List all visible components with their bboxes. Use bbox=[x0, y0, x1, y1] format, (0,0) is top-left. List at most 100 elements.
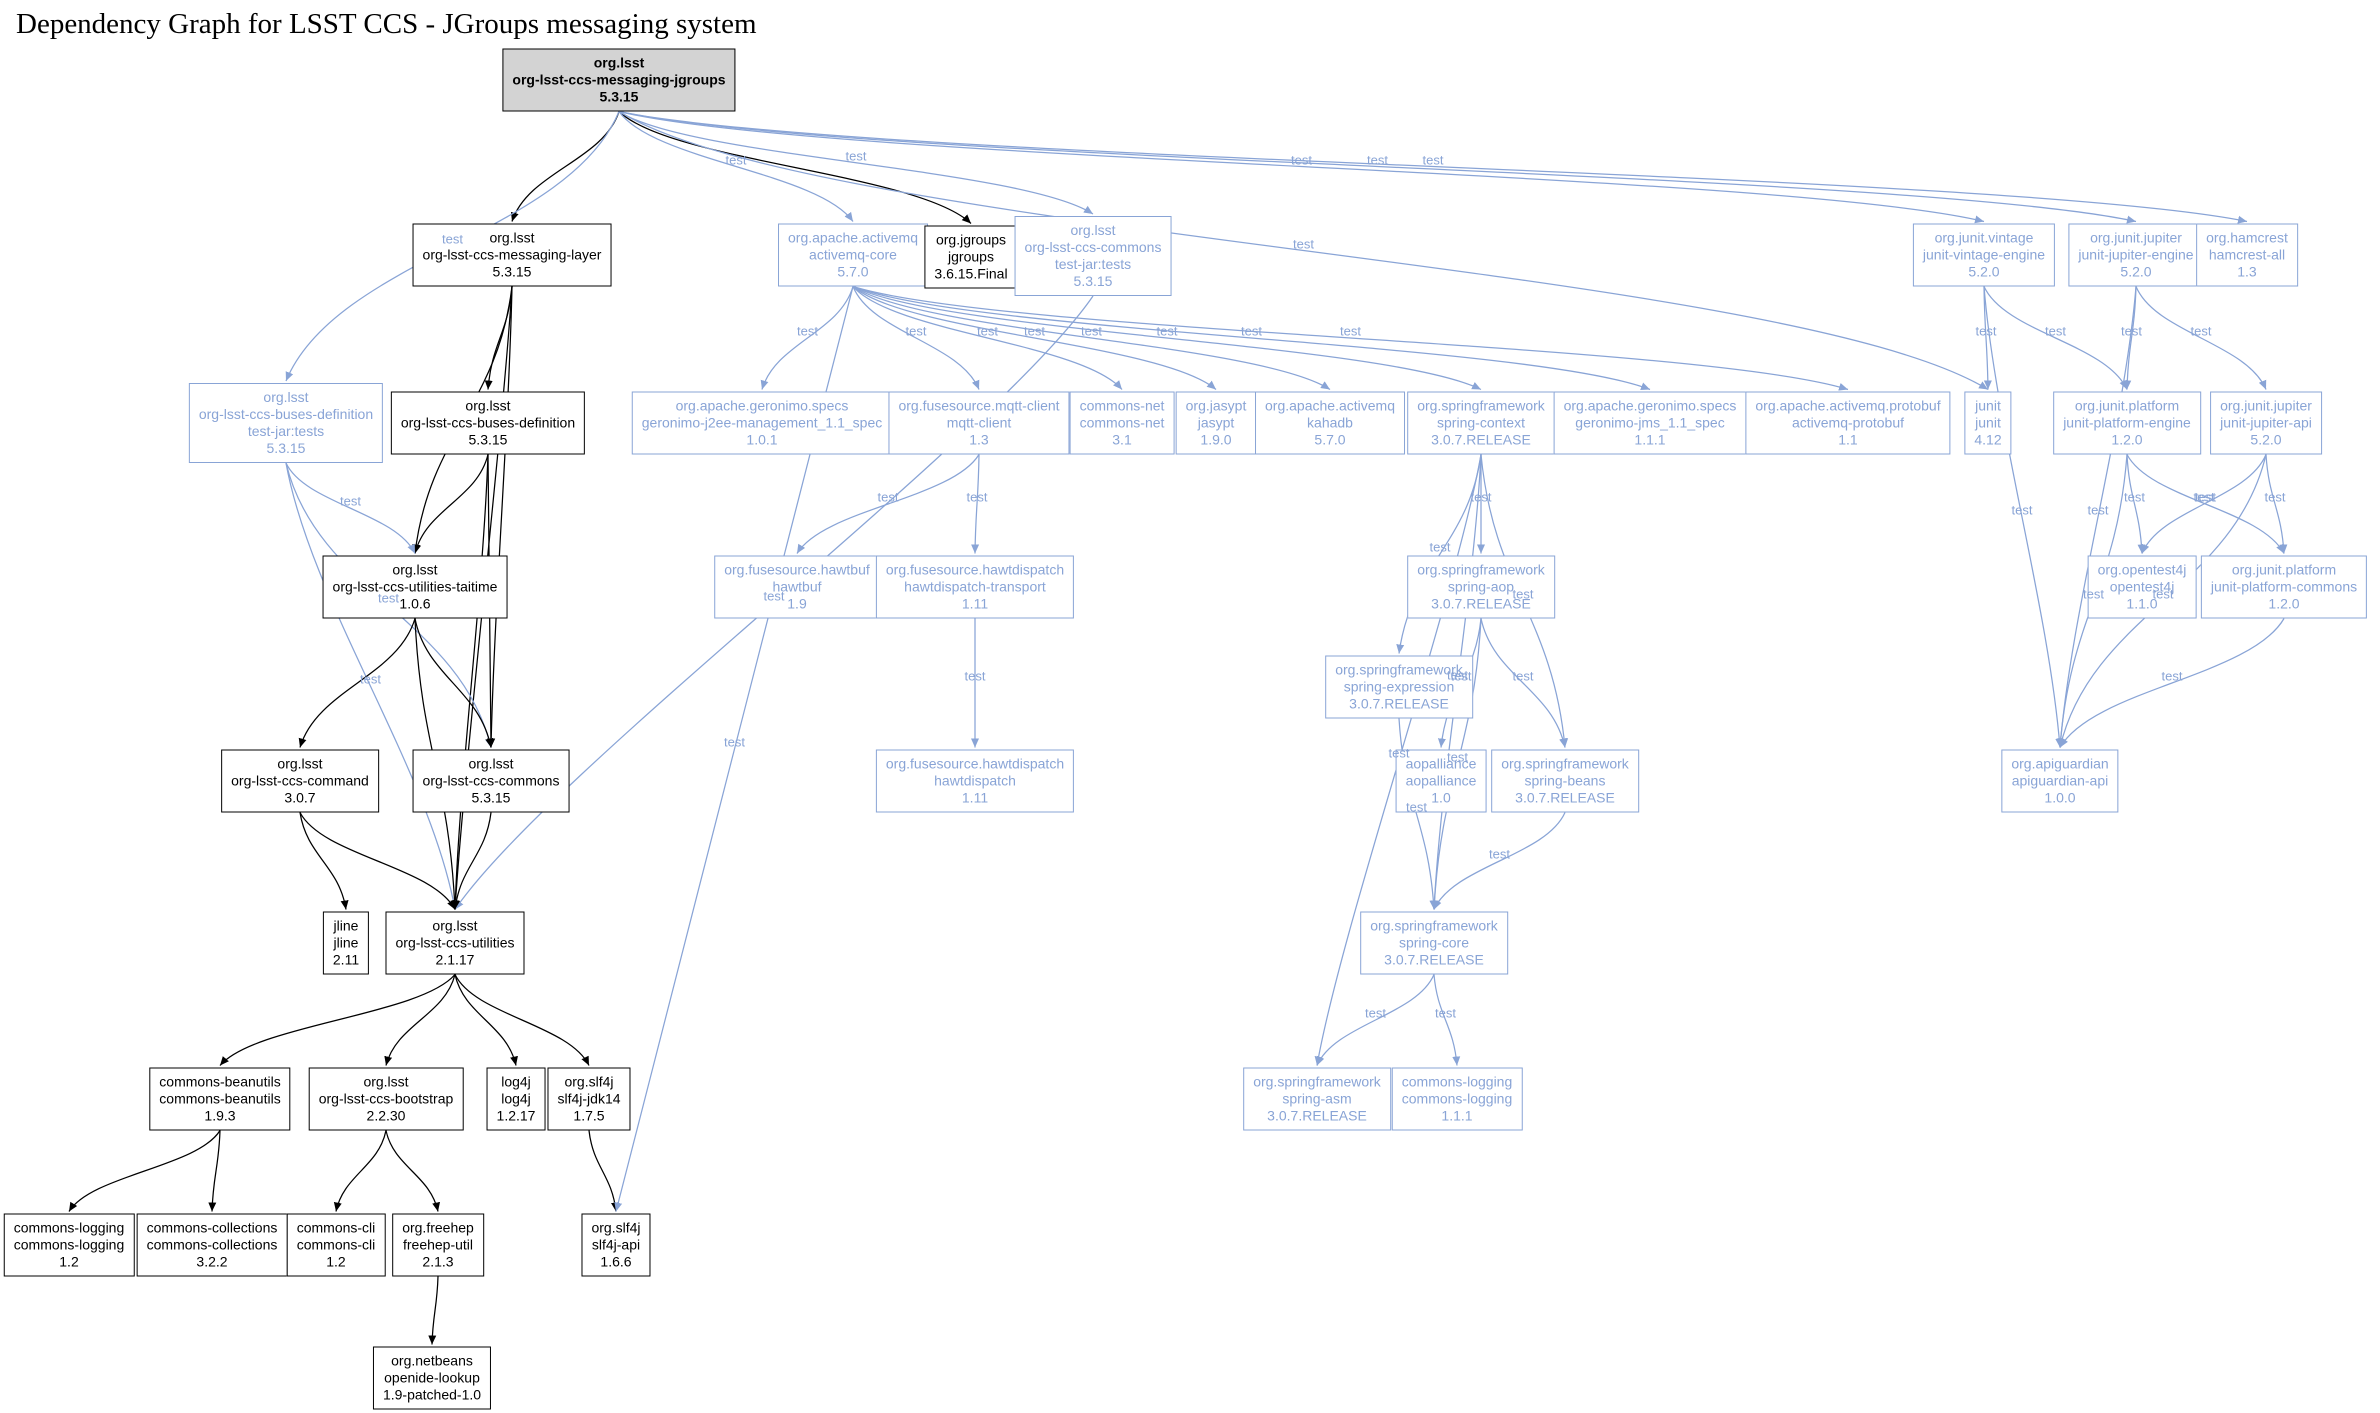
edge-activemq-core-spring-context bbox=[852, 285, 1482, 391]
node-label-line: 5.7.0 bbox=[1314, 431, 1346, 448]
node-label-line: jline bbox=[333, 917, 359, 934]
node-label-line: 3.6.15.Final bbox=[934, 265, 1008, 282]
edge-activemq-core-kahadb bbox=[852, 285, 1331, 391]
node-label-line: hamcrest-all bbox=[2208, 246, 2286, 263]
node-label-line: commons-collections bbox=[146, 1236, 278, 1253]
node-label-line: org-lsst-ccs-commons bbox=[1024, 239, 1162, 255]
node-label-line: 3.0.7.RELEASE bbox=[1349, 695, 1449, 712]
node-label-line: 1.2.0 bbox=[2268, 595, 2300, 612]
node-label-line: 3.1 bbox=[1112, 431, 1132, 448]
node-label-line: 1.9-patched-1.0 bbox=[382, 1386, 482, 1403]
edge-ccs-command-jline bbox=[299, 812, 349, 910]
edge-activemq-core-commons-net bbox=[852, 286, 1123, 390]
node-label-line: 5.3.15 bbox=[599, 88, 639, 105]
node-label-line: 1.6.6 bbox=[600, 1253, 632, 1270]
edge-root-junit bbox=[618, 110, 1989, 391]
node-label-line: commons-beanutils bbox=[159, 1090, 281, 1107]
edge-activemq-core-slf4j-api bbox=[614, 286, 854, 1212]
edge-commons-beanutils-commons-logging-12 bbox=[68, 1130, 221, 1212]
edge-root-activemq-core bbox=[618, 111, 854, 222]
node-label-line: 1.9.0 bbox=[1200, 431, 1232, 448]
node-label-line: 2.1.3 bbox=[422, 1253, 454, 1270]
node-label-line: org.apache.activemq bbox=[1265, 397, 1395, 414]
node-label-line: org-lsst-ccs-command bbox=[231, 772, 369, 789]
node-label-line: org.lsst bbox=[363, 1073, 409, 1090]
edge-activemq-core-mqtt-client bbox=[852, 286, 980, 390]
edge-ccs-utilities-slf4j-jdk14 bbox=[454, 974, 590, 1066]
edge-mqtt-client-hawtbuf bbox=[796, 454, 980, 554]
node-label-line: org.junit.vintage bbox=[1934, 229, 2034, 246]
node-label-line: org.lsst bbox=[593, 54, 645, 71]
node-label-line: org.junit.platform bbox=[2074, 397, 2180, 414]
node-label-line: hawtdispatch bbox=[934, 772, 1016, 789]
node-label-line: org.jgroups bbox=[935, 231, 1007, 248]
edge-junit-jupiter-engine-junit-jupiter-api bbox=[2135, 286, 2267, 390]
edge-buses-def-utilities-taitime bbox=[413, 454, 489, 554]
node-label-line: org.lsst bbox=[1070, 222, 1116, 238]
node-label-line: commons-net bbox=[1079, 397, 1165, 414]
node-label-line: org.springframework bbox=[1501, 755, 1629, 772]
node-label-line: 5.7.0 bbox=[837, 263, 869, 280]
node-label-line: spring-core bbox=[1398, 934, 1470, 951]
node-label-line: org.junit.platform bbox=[2231, 561, 2337, 578]
node-label-line: org-lsst-ccs-buses-definition bbox=[198, 406, 374, 422]
edge-junit-platform-commons-apiguardian bbox=[2059, 618, 2285, 748]
node-label-line: 1.2 bbox=[59, 1253, 79, 1270]
node-label-line: org.lsst bbox=[277, 755, 323, 772]
node-label-line: 1.2.0 bbox=[2111, 431, 2143, 448]
node-label-line: 4.12 bbox=[1974, 431, 2002, 448]
node-label-line: org.fusesource.hawtdispatch bbox=[885, 561, 1065, 578]
node-label-line: 3.0.7 bbox=[284, 789, 316, 806]
node-label-line: org.fusesource.hawtbuf bbox=[724, 561, 870, 578]
edge-spring-aop-spring-beans bbox=[1480, 618, 1567, 748]
node-label-line: 1.11 bbox=[961, 595, 989, 612]
edge-freehep-util-openide-lookup bbox=[428, 1276, 439, 1345]
node-label-line: org.apache.geronimo.specs bbox=[675, 397, 849, 414]
node-label-line: 1.1.0 bbox=[2126, 595, 2158, 612]
node-label-line: 1.3 bbox=[2237, 263, 2257, 280]
edge-root-junit-jupiter-engine bbox=[618, 110, 2137, 224]
node-label-line: org.hamcrest bbox=[2206, 229, 2288, 246]
node-label-line: log4j bbox=[501, 1090, 531, 1107]
edge-ccs-utilities-commons-beanutils bbox=[219, 974, 456, 1066]
node-label-line: 1.11 bbox=[961, 789, 989, 806]
node-label-line: org.apache.geronimo.specs bbox=[1563, 397, 1737, 414]
node-label-line: org.fusesource.mqtt-client bbox=[898, 397, 1060, 414]
edge-ccs-command-ccs-utilities bbox=[299, 812, 456, 910]
node-label-line: 3.0.7.RELEASE bbox=[1267, 1107, 1367, 1124]
node-label-line: activemq-protobuf bbox=[1791, 414, 1905, 431]
edge-utilities-taitime-ccs-commons bbox=[414, 618, 494, 748]
node-label-line: 1.0.6 bbox=[399, 595, 431, 612]
node-label-line: org.slf4j bbox=[591, 1219, 641, 1236]
node-label-line: org.springframework bbox=[1370, 917, 1498, 934]
node-label-line: org.junit.jupiter bbox=[2090, 229, 2182, 246]
edge-root-ccs-commons-tests bbox=[618, 110, 1094, 215]
node-label-line: junit-vintage-engine bbox=[1922, 246, 2046, 263]
node-label-line: 5.2.0 bbox=[2250, 431, 2282, 448]
node-label-line: org.fusesource.hawtdispatch bbox=[885, 755, 1065, 772]
edge-junit-vintage-engine-junit-platform-engine bbox=[1983, 286, 2128, 390]
edge-root-junit-vintage-engine bbox=[618, 110, 1985, 224]
edge-junit-jupiter-api-opentest4j bbox=[2141, 454, 2267, 554]
edge-slf4j-jdk14-slf4j-api bbox=[588, 1130, 619, 1212]
node-label-line: org-lsst-ccs-utilities bbox=[395, 934, 515, 951]
node-label-line: 3.0.7.RELEASE bbox=[1431, 431, 1531, 448]
node-label-line: org.lsst bbox=[263, 389, 309, 405]
